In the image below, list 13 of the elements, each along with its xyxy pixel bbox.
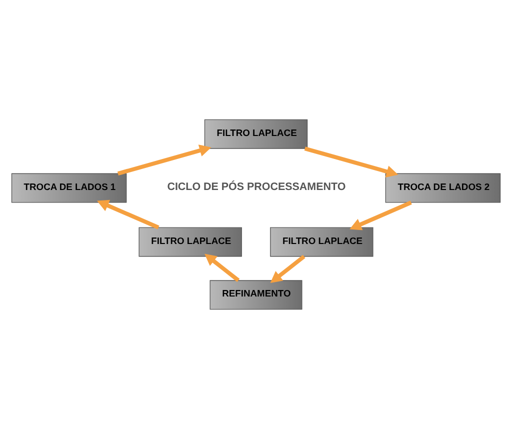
arrow: [270, 254, 306, 284]
node-box: REFINAMENTO: [210, 280, 302, 310]
node-box: TROCA DE LADOS 1: [11, 173, 127, 203]
node-box: FILTRO LAPLACE: [204, 119, 308, 149]
arrow: [96, 200, 160, 230]
arrow: [204, 254, 240, 282]
arrow: [117, 144, 212, 176]
arrow: [350, 200, 412, 230]
arrow: [304, 146, 398, 178]
node-box: FILTRO LAPLACE: [138, 227, 242, 257]
label: CICLO DE PÓS PROCESSAMENTO: [167, 180, 346, 193]
node-box: FILTRO LAPLACE: [270, 227, 374, 257]
node-box: TROCA DE LADOS 2: [385, 173, 501, 203]
